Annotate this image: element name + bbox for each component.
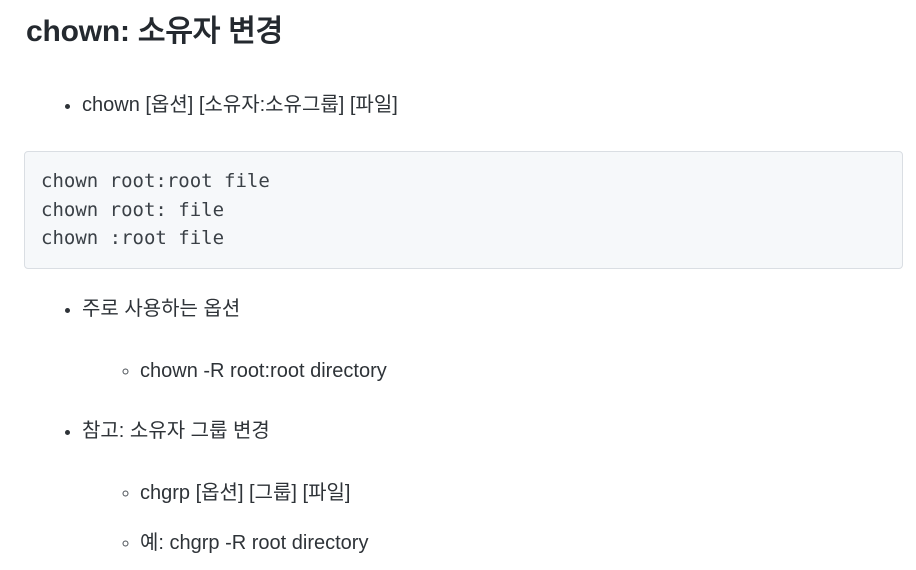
list-item-options-label: 주로 사용하는 옵션 <box>82 297 241 320</box>
code-line: chown root: file <box>41 198 225 221</box>
code-line: chown :root file <box>41 227 225 249</box>
list-item-note: 참고: 소유자 그룹 변경 chgrp [옵션] [그룹] [파일] 예: ch… <box>82 417 903 557</box>
options-sub-list: chown -R root:root directory <box>82 357 903 385</box>
code-line: chown root:root file <box>41 170 270 192</box>
note-sub-list: chgrp [옵션] [그룹] [파일] 예: chgrp -R root di… <box>82 479 903 557</box>
usage-list: chown [옵션] [소유자:소유그룹] [파일] <box>24 91 903 119</box>
list-item-options: 주로 사용하는 옵션 chown -R root:root directory <box>82 295 903 385</box>
page-title: chown: 소유자 변경 <box>26 15 284 48</box>
list-item-chgrp-usage: chgrp [옵션] [그룹] [파일] <box>140 479 903 507</box>
list-item-note-label: 참고: 소유자 그룹 변경 <box>82 419 270 442</box>
list-item-chgrp-example: 예: chgrp -R root directory <box>140 529 903 557</box>
list-item-usage: chown [옵션] [소유자:소유그룹] [파일] <box>82 91 903 119</box>
code-block: chown root:root file chown root: file ch… <box>24 151 903 269</box>
list-item-options-example: chown -R root:root directory <box>140 357 903 385</box>
main-list: 주로 사용하는 옵션 chown -R root:root directory … <box>24 295 903 557</box>
